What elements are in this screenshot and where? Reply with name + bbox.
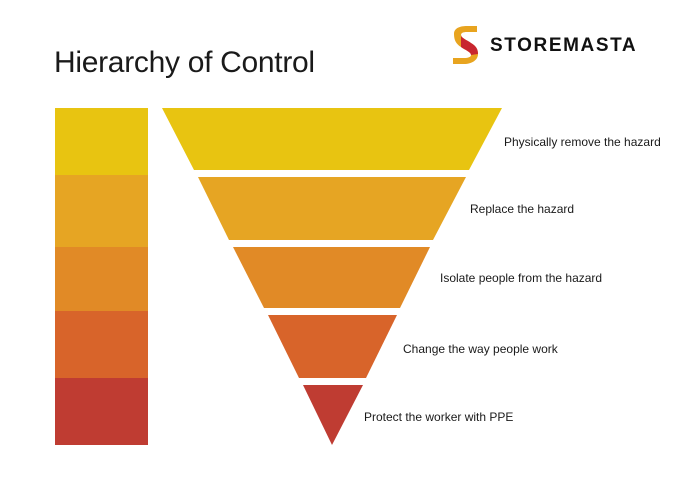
storemasta-logo: STOREMASTA	[450, 24, 637, 68]
bar-segment	[55, 108, 148, 175]
bar-segment	[55, 247, 148, 311]
level-label: Isolate people from the hazard	[440, 271, 603, 285]
page-title: Hierarchy of Control	[54, 46, 315, 79]
level-label: Protect the worker with PPE	[364, 410, 514, 424]
funnel-level-3	[233, 247, 430, 308]
funnel-level-2	[198, 177, 466, 240]
bar-segment	[55, 311, 148, 378]
funnel-level-4	[268, 315, 397, 378]
bar-segment	[55, 378, 148, 445]
bar-segment	[55, 175, 148, 247]
level-label: Physically remove the hazard	[504, 135, 661, 149]
storemasta-logo-icon	[453, 26, 478, 64]
level-label: Replace the hazard	[470, 202, 575, 216]
funnel-level-5	[303, 385, 363, 445]
funnel-level-1	[162, 108, 502, 170]
hierarchy-color-bar	[55, 108, 148, 445]
level-label: Change the way people work	[403, 342, 558, 356]
logo-wordmark: STOREMASTA	[490, 35, 638, 56]
